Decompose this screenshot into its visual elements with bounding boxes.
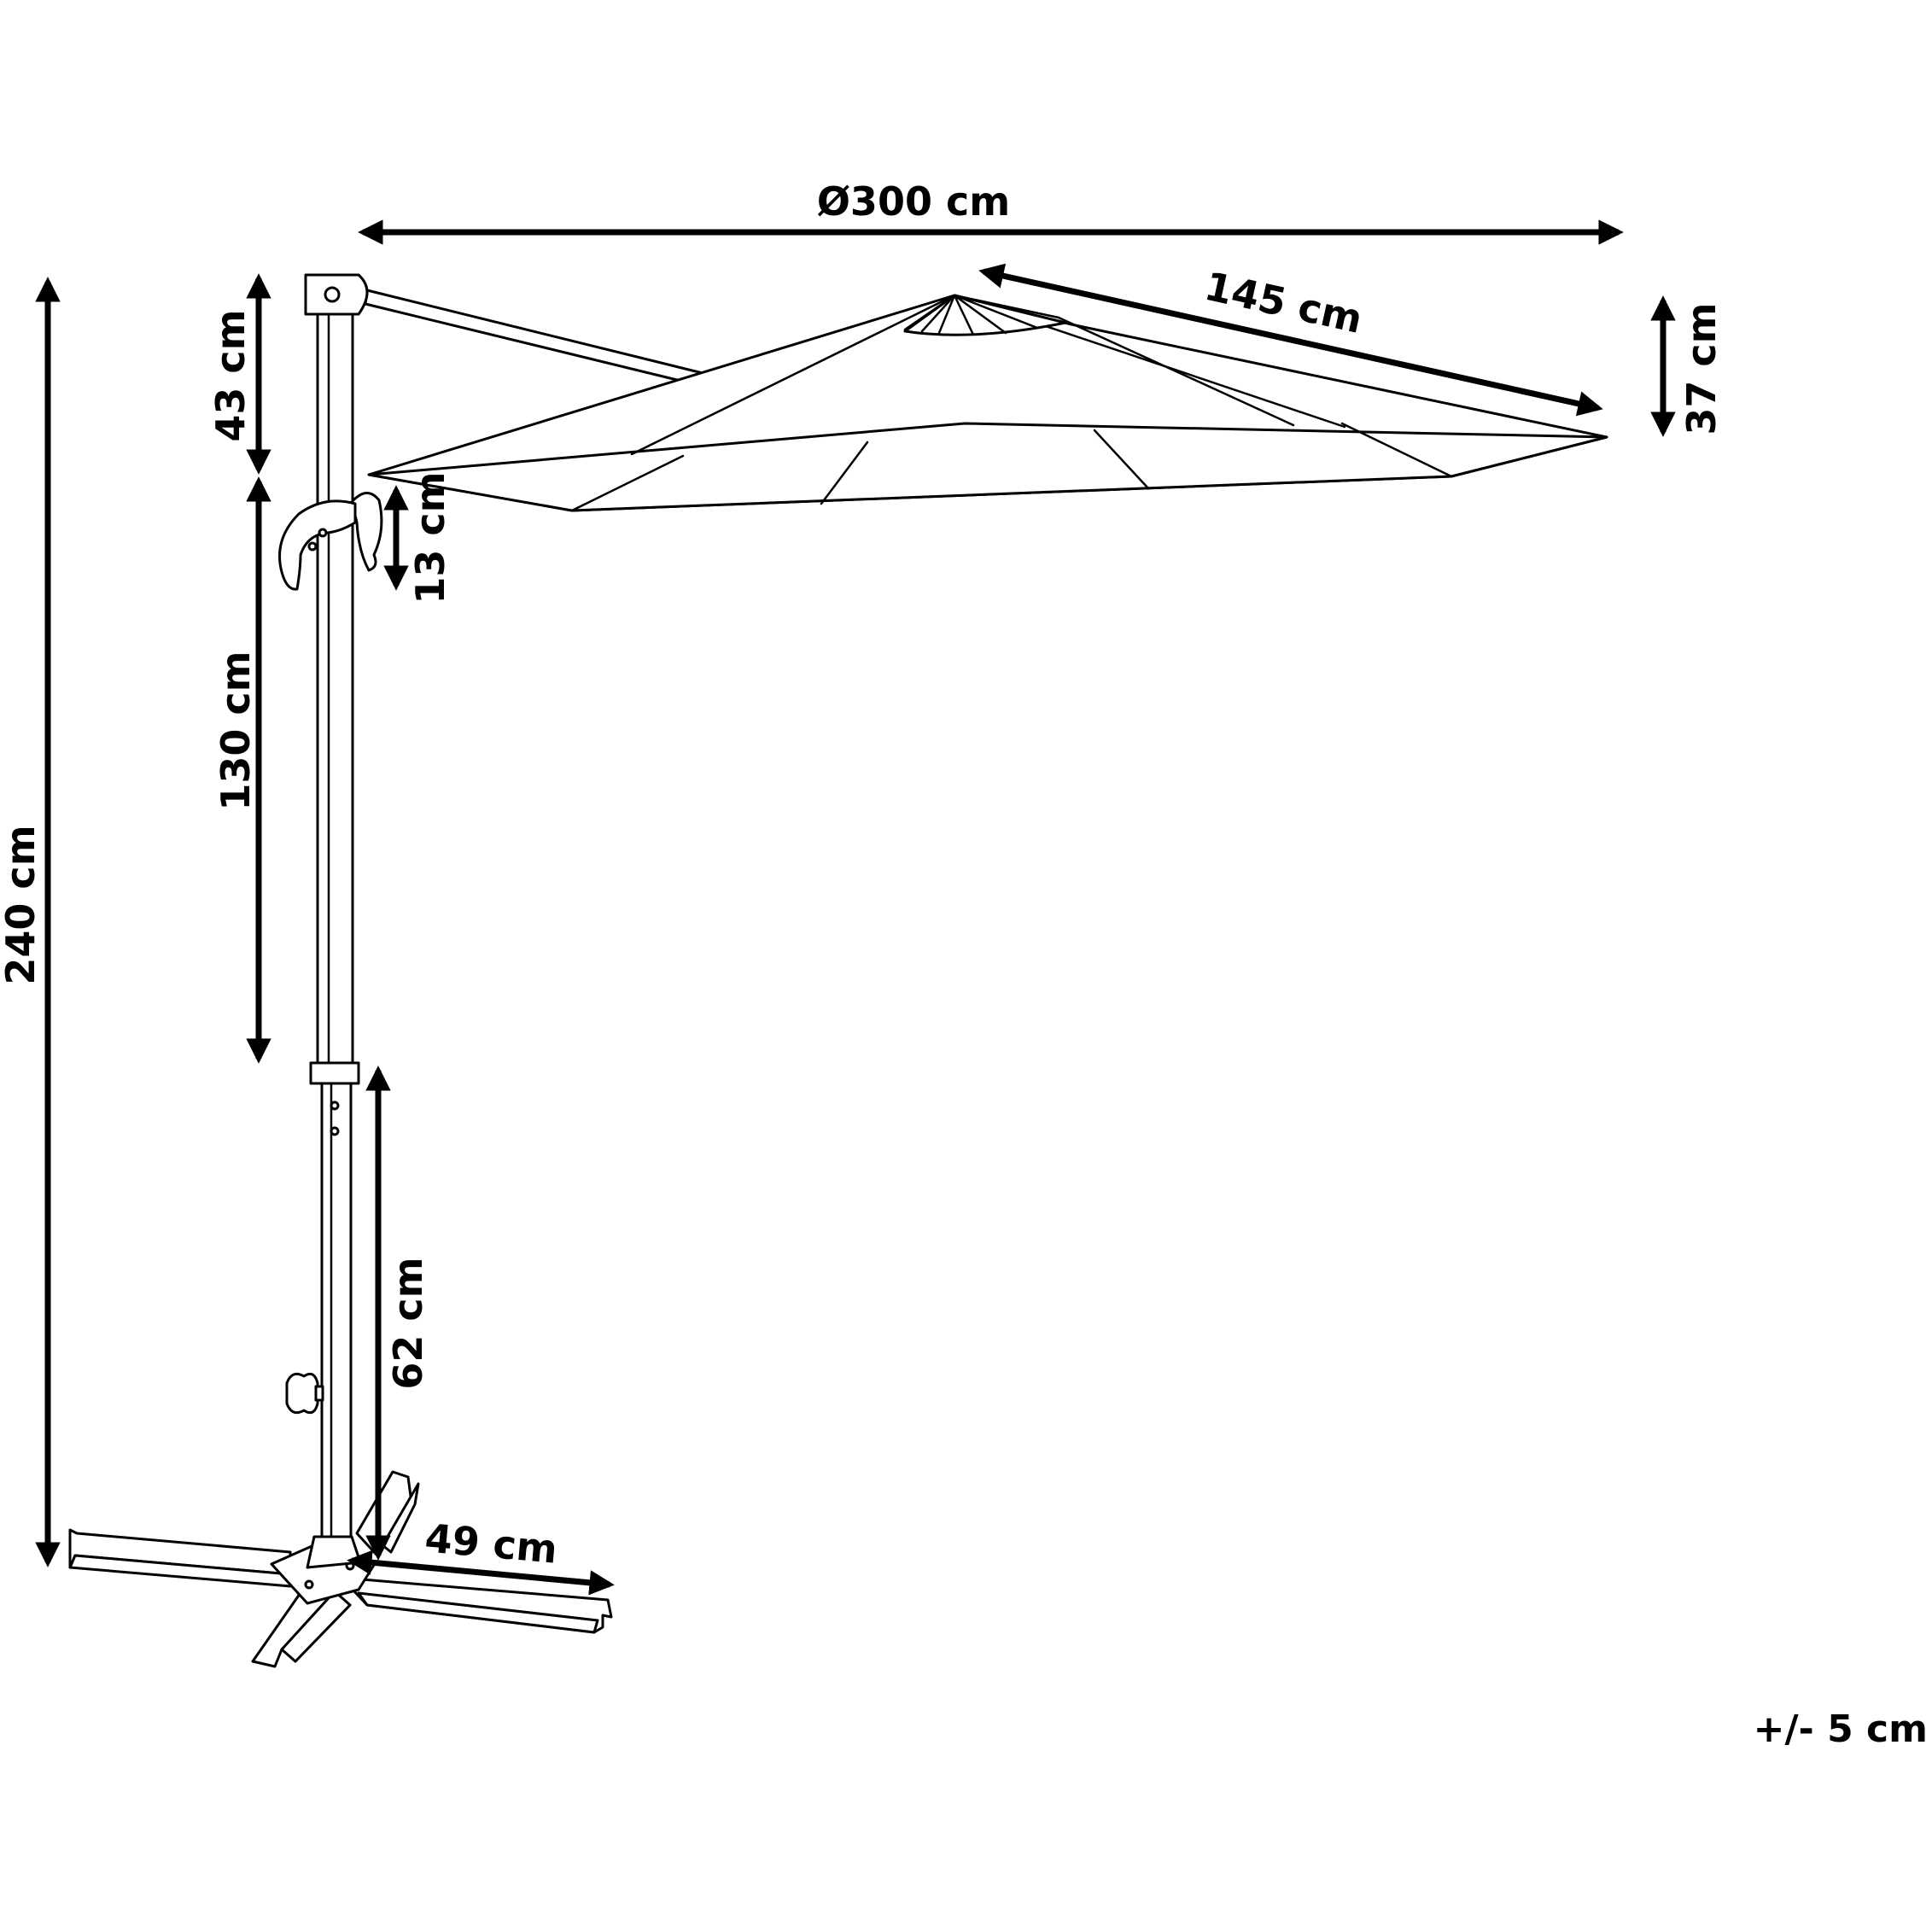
total-height-label: 240 cm	[0, 825, 44, 984]
pole	[309, 310, 360, 1546]
top-section-label: 43 cm	[207, 309, 254, 441]
canopy	[367, 294, 1608, 512]
mid-section-label: 130 cm	[213, 651, 259, 810]
rib-length-arrow	[978, 263, 1603, 417]
crank-handle-icon	[278, 492, 383, 591]
top-bracket	[304, 273, 369, 316]
base-arm-arrow	[347, 1550, 615, 1596]
lower-section-label: 62 cm	[385, 1257, 431, 1389]
diameter-label: Ø300 cm	[817, 178, 1010, 225]
rib-length-label: 145 cm	[1200, 263, 1366, 342]
umbrella-illustration	[68, 273, 1608, 1668]
tolerance-label: +/- 5 cm	[1754, 1707, 1928, 1751]
canopy-drop-label: 37 cm	[1678, 302, 1725, 435]
dimension-labels: Ø300 cm 145 cm 37 cm 240 cm 43 cm 130 cm…	[0, 178, 1928, 1751]
dimension-arrows	[35, 219, 1676, 1596]
support-arm	[364, 289, 715, 389]
cross-base	[68, 1470, 613, 1668]
handle-height-label: 13 cm	[407, 471, 453, 604]
base-arm-label: 49 cm	[423, 1515, 559, 1572]
tilt-knob-icon	[285, 1372, 324, 1415]
